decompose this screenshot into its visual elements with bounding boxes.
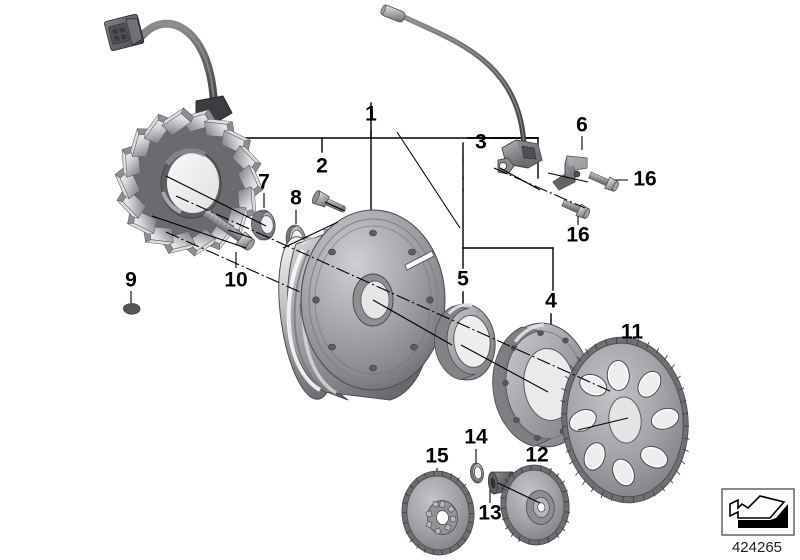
crankshaft-sensor [497,139,543,175]
gear-bushing [487,471,518,495]
rotor-bolt-holes [312,229,434,372]
view-direction-icon-box: 424265 [721,488,795,556]
intermediate-gear [499,464,571,546]
gear-tooth-marks [560,337,690,503]
part-pointer-lines [151,131,629,504]
callout-4: 4 [545,290,557,313]
sensor-cable-terminal [380,4,406,23]
hex-bolt-lower [561,199,591,219]
assembly-axes [165,167,613,393]
spacer-ring [434,303,496,381]
callout-16-lower: 16 [566,224,589,247]
ring-gear-holes [568,359,680,487]
part-number: 424265 [732,539,782,556]
crankshaft-sensor-assembly [380,4,543,175]
callout-7: 7 [258,171,270,194]
callout-5: 5 [457,268,469,291]
callout-1: 1 [365,103,377,126]
callout-numbers: 1 2 3 4 5 6 7 8 9 10 11 12 13 14 15 16 1… [125,103,657,525]
retaining-washer [470,462,484,484]
stator-bolt [202,208,255,251]
callout-11: 11 [621,321,644,344]
stator-connector [104,13,145,52]
callout-2: 2 [316,155,328,178]
callout-3: 3 [475,131,487,154]
callout-12: 12 [525,444,548,467]
ring-gear-hole-shade [571,362,677,484]
freewheel-gear [401,470,475,556]
sensor-wheel-flange [492,322,592,448]
callout-16-upper: 16 [633,168,656,191]
woodruff-key [123,303,141,315]
callout-9: 9 [125,269,137,292]
hex-bolt-upper [588,171,619,192]
callout-14: 14 [464,426,488,449]
callout-6: 6 [576,114,588,137]
starter-ring-gear [560,336,690,504]
callout-8: 8 [290,187,302,210]
callout-10: 10 [224,269,247,292]
callout-15: 15 [425,445,449,468]
callout-13: 13 [478,502,501,525]
alternator-rotor [278,209,446,401]
